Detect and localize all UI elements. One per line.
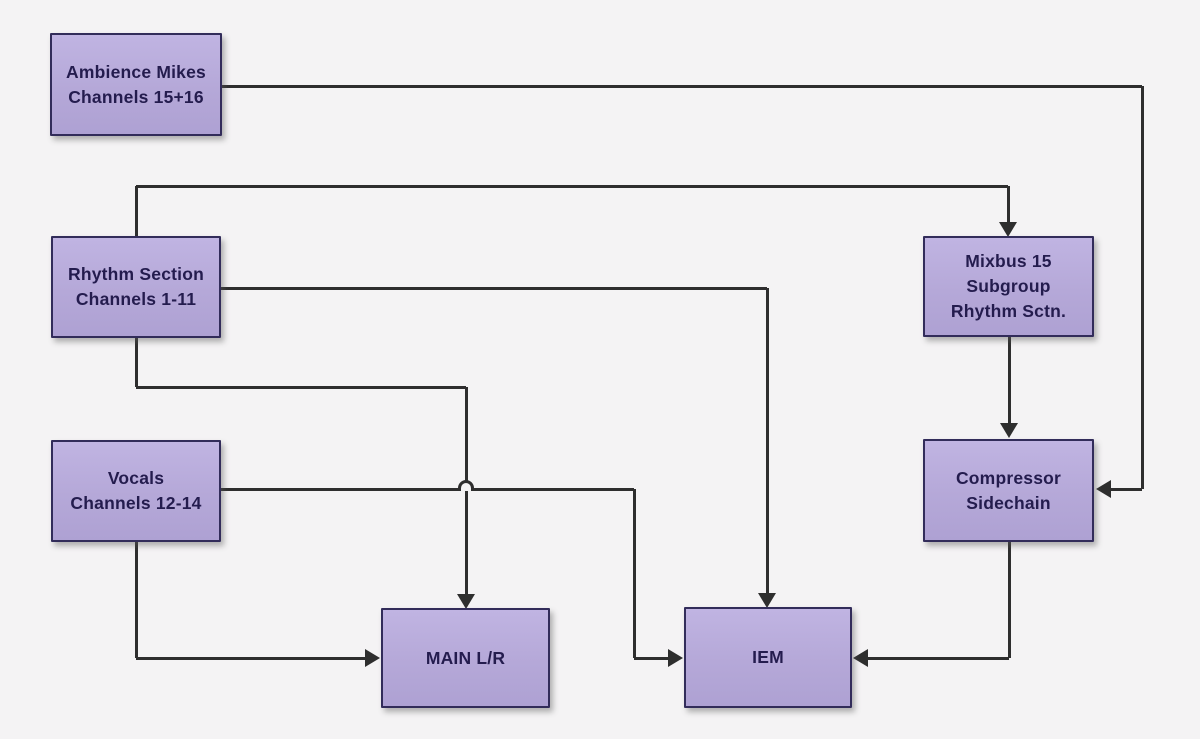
arrowhead-down-icon xyxy=(457,594,475,609)
edge-segment xyxy=(136,385,466,389)
edge-segment xyxy=(221,286,767,290)
arrowhead-right-icon xyxy=(365,649,380,667)
line-hop xyxy=(458,479,474,491)
edge-segment xyxy=(1110,487,1142,491)
edge-segment xyxy=(134,186,138,236)
edge-segment xyxy=(867,656,1009,660)
edge-segment xyxy=(464,387,468,595)
edge-segment xyxy=(1140,86,1144,489)
arrowhead-left-icon xyxy=(853,649,868,667)
arrowhead-down-icon xyxy=(1000,423,1018,438)
node-compressor-sidechain-label: Compressor Sidechain xyxy=(955,467,1062,513)
edge-segment xyxy=(134,338,138,387)
edge-segment xyxy=(136,184,1008,188)
arrowhead-down-icon xyxy=(758,593,776,608)
node-mixbus-15-label: Mixbus 15 Subgroup Rhythm Sctn. xyxy=(950,251,1067,321)
node-ambience-mikes-label: Ambience Mikes Channels 15+16 xyxy=(66,61,206,107)
node-rhythm-section: Rhythm Section Channels 1-11 xyxy=(51,236,221,338)
edge-segment xyxy=(1007,337,1011,424)
edge-segment xyxy=(1006,186,1010,223)
edge-segment xyxy=(134,542,138,658)
edge-segment xyxy=(221,487,634,491)
edge-segment xyxy=(222,84,1142,88)
node-iem: IEM xyxy=(684,607,852,708)
edge-segment xyxy=(634,656,669,660)
arrowhead-right-icon xyxy=(668,649,683,667)
edge-segment xyxy=(632,489,636,658)
arrowhead-down-icon xyxy=(999,222,1017,237)
edge-segment xyxy=(765,288,769,594)
edge-segment xyxy=(136,656,366,660)
node-vocals: Vocals Channels 12-14 xyxy=(51,440,221,542)
node-main-lr-label: MAIN L/R xyxy=(425,647,506,668)
node-vocals-label: Vocals Channels 12-14 xyxy=(70,468,202,513)
node-iem-label: IEM xyxy=(752,647,784,667)
node-main-lr: MAIN L/R xyxy=(381,608,550,708)
arrowhead-left-icon xyxy=(1096,480,1111,498)
edge-segment xyxy=(1007,542,1011,658)
node-mixbus-15: Mixbus 15 Subgroup Rhythm Sctn. xyxy=(923,236,1094,337)
node-rhythm-section-label: Rhythm Section Channels 1-11 xyxy=(67,264,204,309)
node-compressor-sidechain: Compressor Sidechain xyxy=(923,439,1094,542)
node-ambience-mikes: Ambience Mikes Channels 15+16 xyxy=(50,33,222,136)
